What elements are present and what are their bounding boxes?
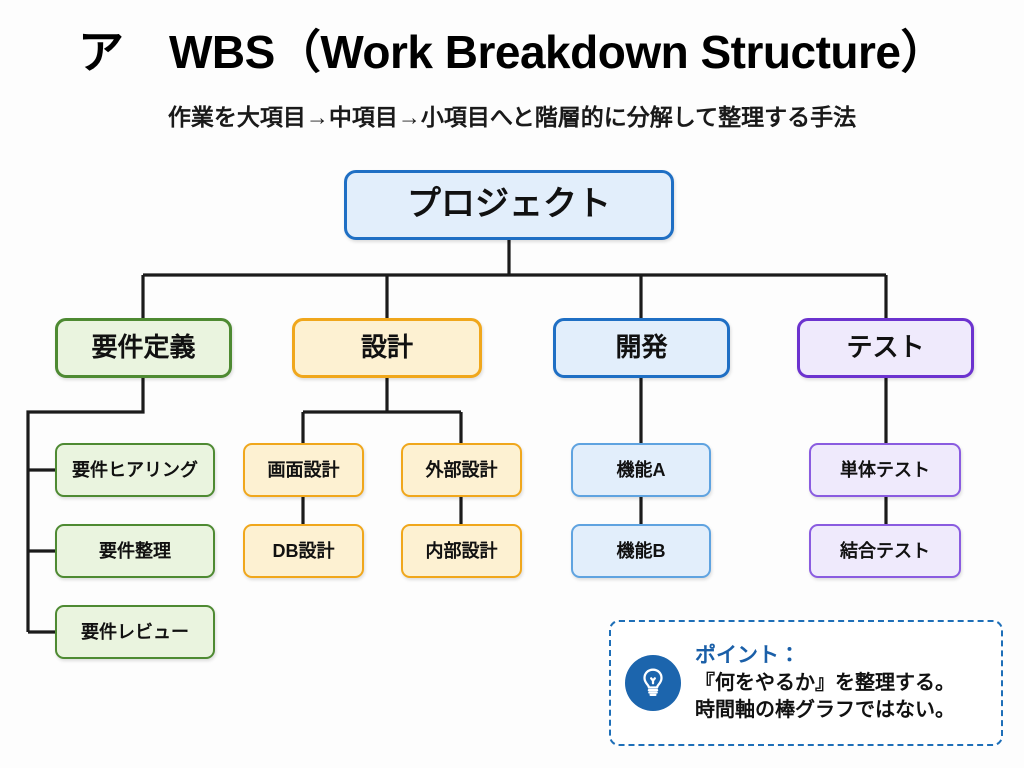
node-requirements-review[interactable]: 要件レビュー [55,605,215,659]
callout-line-2: 時間軸の棒グラフではない。 [695,698,955,721]
node-label: DB設計 [272,540,335,561]
node-label: テスト [846,332,925,363]
node-design[interactable]: 設計 [292,318,482,378]
node-label: 内部設計 [425,540,498,561]
node-requirements-hearing[interactable]: 要件ヒアリング [55,443,215,497]
node-label: 開発 [615,332,668,363]
slide-subtitle: 作業を大項目→中項目→小項目へと階層的に分解して整理する手法 [167,104,857,130]
node-development[interactable]: 開発 [553,318,730,378]
node-root[interactable]: プロジェクト [344,170,674,240]
node-design-internal[interactable]: 内部設計 [401,524,522,578]
node-label: 要件ヒアリング [72,459,198,480]
node-label: 要件レビュー [81,621,189,642]
callout-line-1: 『何をやるか』を整理する。 [695,672,955,695]
node-label: 要件定義 [91,332,196,363]
point-callout: ポイント： 『何をやるか』を整理する。 時間軸の棒グラフではない。 [609,620,1003,746]
callout-heading: ポイント： [695,644,800,668]
node-label: 結合テスト [840,540,930,561]
node-design-external[interactable]: 外部設計 [401,443,522,497]
lightbulb-icon [625,655,681,711]
node-label: プロジェクト [407,185,611,224]
node-label: 外部設計 [425,459,498,480]
node-label: 機能A [616,459,666,480]
node-label: 要件整理 [99,540,171,561]
node-label: 画面設計 [267,459,340,480]
node-test-unit[interactable]: 単体テスト [809,443,961,497]
node-requirements-organize[interactable]: 要件整理 [55,524,215,578]
callout-text-block: ポイント： 『何をやるか』を整理する。 時間軸の棒グラフではない。 [695,642,987,723]
node-label: 単体テスト [840,459,930,480]
node-design-screen[interactable]: 画面設計 [243,443,364,497]
node-requirements[interactable]: 要件定義 [55,318,232,378]
slide-title: ア WBS（Work Breakdown Structure） [78,26,946,78]
node-label: 設計 [360,332,413,363]
node-development-feature-b[interactable]: 機能B [571,524,711,578]
node-design-db[interactable]: DB設計 [243,524,364,578]
node-test[interactable]: テスト [797,318,974,378]
node-label: 機能B [616,540,666,561]
node-development-feature-a[interactable]: 機能A [571,443,711,497]
node-test-integration[interactable]: 結合テスト [809,524,961,578]
